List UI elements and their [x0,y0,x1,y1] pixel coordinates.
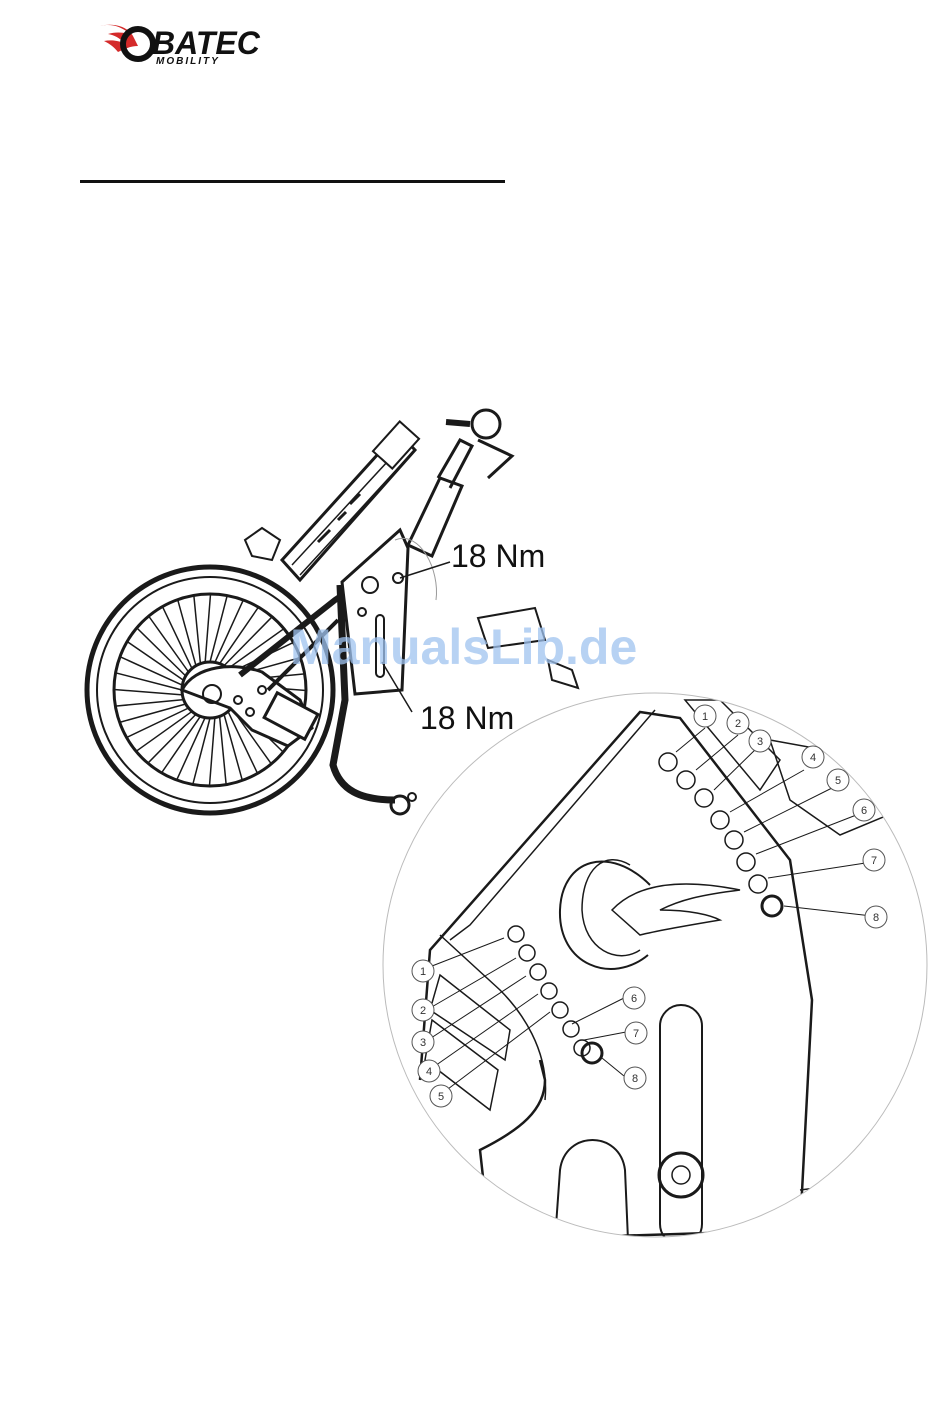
upper-callout-number: 2 [735,718,741,730]
lower-callout-number: 5 [438,1091,444,1103]
upper-callout-number: 7 [871,855,877,867]
torque-label-top: 18 Nm [451,538,545,575]
lower-callout-number: 4 [426,1066,432,1078]
lower-callout-number: 6 [631,993,637,1005]
upper-callout-number: 3 [757,736,763,748]
upper-callout-number: 6 [861,805,867,817]
upper-callouts: 1 2 3 4 5 6 7 8 [694,705,887,928]
upper-callout-number: 4 [810,752,816,764]
upper-callout-number: 8 [873,912,879,924]
upper-callout-number: 1 [702,711,708,723]
lower-callout-number: 1 [420,966,426,978]
lower-callouts: 1 2 3 4 5 6 7 8 [412,960,647,1107]
watermark: ManualsLib.de [290,618,637,676]
upper-callout-leaders [676,728,872,916]
lower-callout-number: 3 [420,1037,426,1049]
lower-callout-number: 8 [632,1073,638,1085]
steering-column [408,410,512,556]
lower-hole-row [508,926,602,1063]
upper-hole-row [659,753,782,916]
upper-callout-number: 5 [835,775,841,787]
lower-callout-number: 2 [420,1005,426,1017]
lower-callout-number: 7 [633,1028,639,1040]
torque-label-bottom: 18 Nm [420,700,514,737]
